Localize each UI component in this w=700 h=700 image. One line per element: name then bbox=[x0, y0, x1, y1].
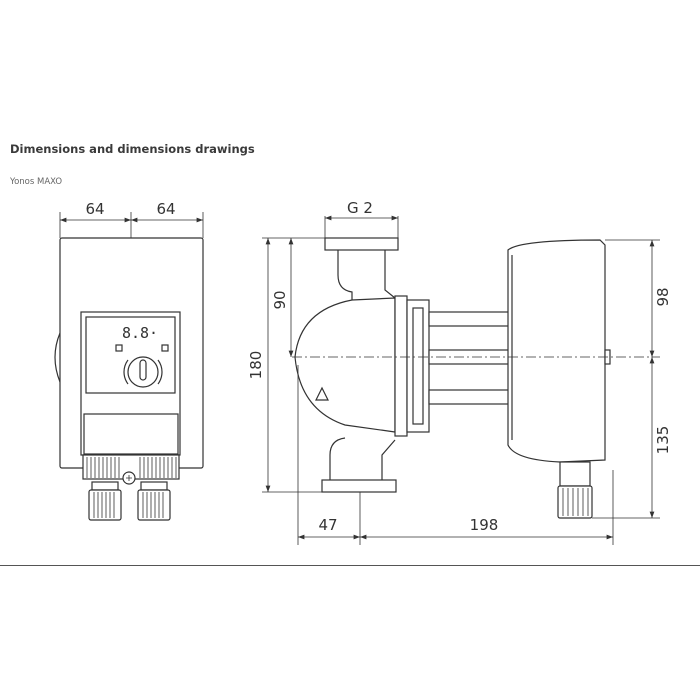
dim-total-height: 180 bbox=[247, 351, 265, 380]
dim-width-right: 64 bbox=[156, 200, 175, 218]
dim-motor-lower: 135 bbox=[654, 426, 672, 455]
product-name: Yonos MAXO bbox=[10, 177, 63, 187]
display-readout: 8.8· bbox=[122, 324, 158, 342]
flange-top bbox=[324, 237, 399, 251]
terminal-cover bbox=[83, 413, 179, 455]
motor-housing bbox=[507, 239, 606, 463]
tie-rod-bottom bbox=[428, 389, 510, 405]
front-view: 64 64 8.8· bbox=[54, 200, 204, 521]
page-title: Dimensions and dimensions drawings bbox=[10, 142, 255, 156]
pump-volute bbox=[294, 297, 396, 433]
knob-grip bbox=[139, 359, 147, 381]
cable-gland-left bbox=[88, 481, 122, 521]
led-left-icon bbox=[115, 344, 123, 352]
dim-left-depth: 47 bbox=[318, 516, 337, 534]
connector bbox=[559, 461, 591, 487]
pump-flange bbox=[394, 295, 408, 437]
dim-thread: G 2 bbox=[347, 199, 373, 217]
cable-gland-side bbox=[557, 485, 593, 519]
cable-gland-right bbox=[137, 481, 171, 521]
dim-upper-height: 90 bbox=[271, 290, 289, 309]
motor-flange bbox=[406, 299, 430, 433]
tie-rod-top bbox=[428, 311, 510, 327]
flow-arrow-icon bbox=[315, 386, 329, 401]
section-divider bbox=[0, 565, 700, 566]
dim-right-depth: 198 bbox=[470, 516, 499, 534]
display-panel bbox=[85, 316, 176, 394]
dim-width-left: 64 bbox=[85, 200, 104, 218]
control-knob bbox=[127, 356, 159, 388]
led-right-icon bbox=[161, 344, 169, 352]
flange-bottom bbox=[321, 479, 397, 493]
dim-motor-upper: 98 bbox=[654, 287, 672, 306]
side-view: G 2 180 90 98 135 bbox=[247, 199, 672, 545]
body-bulge bbox=[54, 332, 61, 383]
